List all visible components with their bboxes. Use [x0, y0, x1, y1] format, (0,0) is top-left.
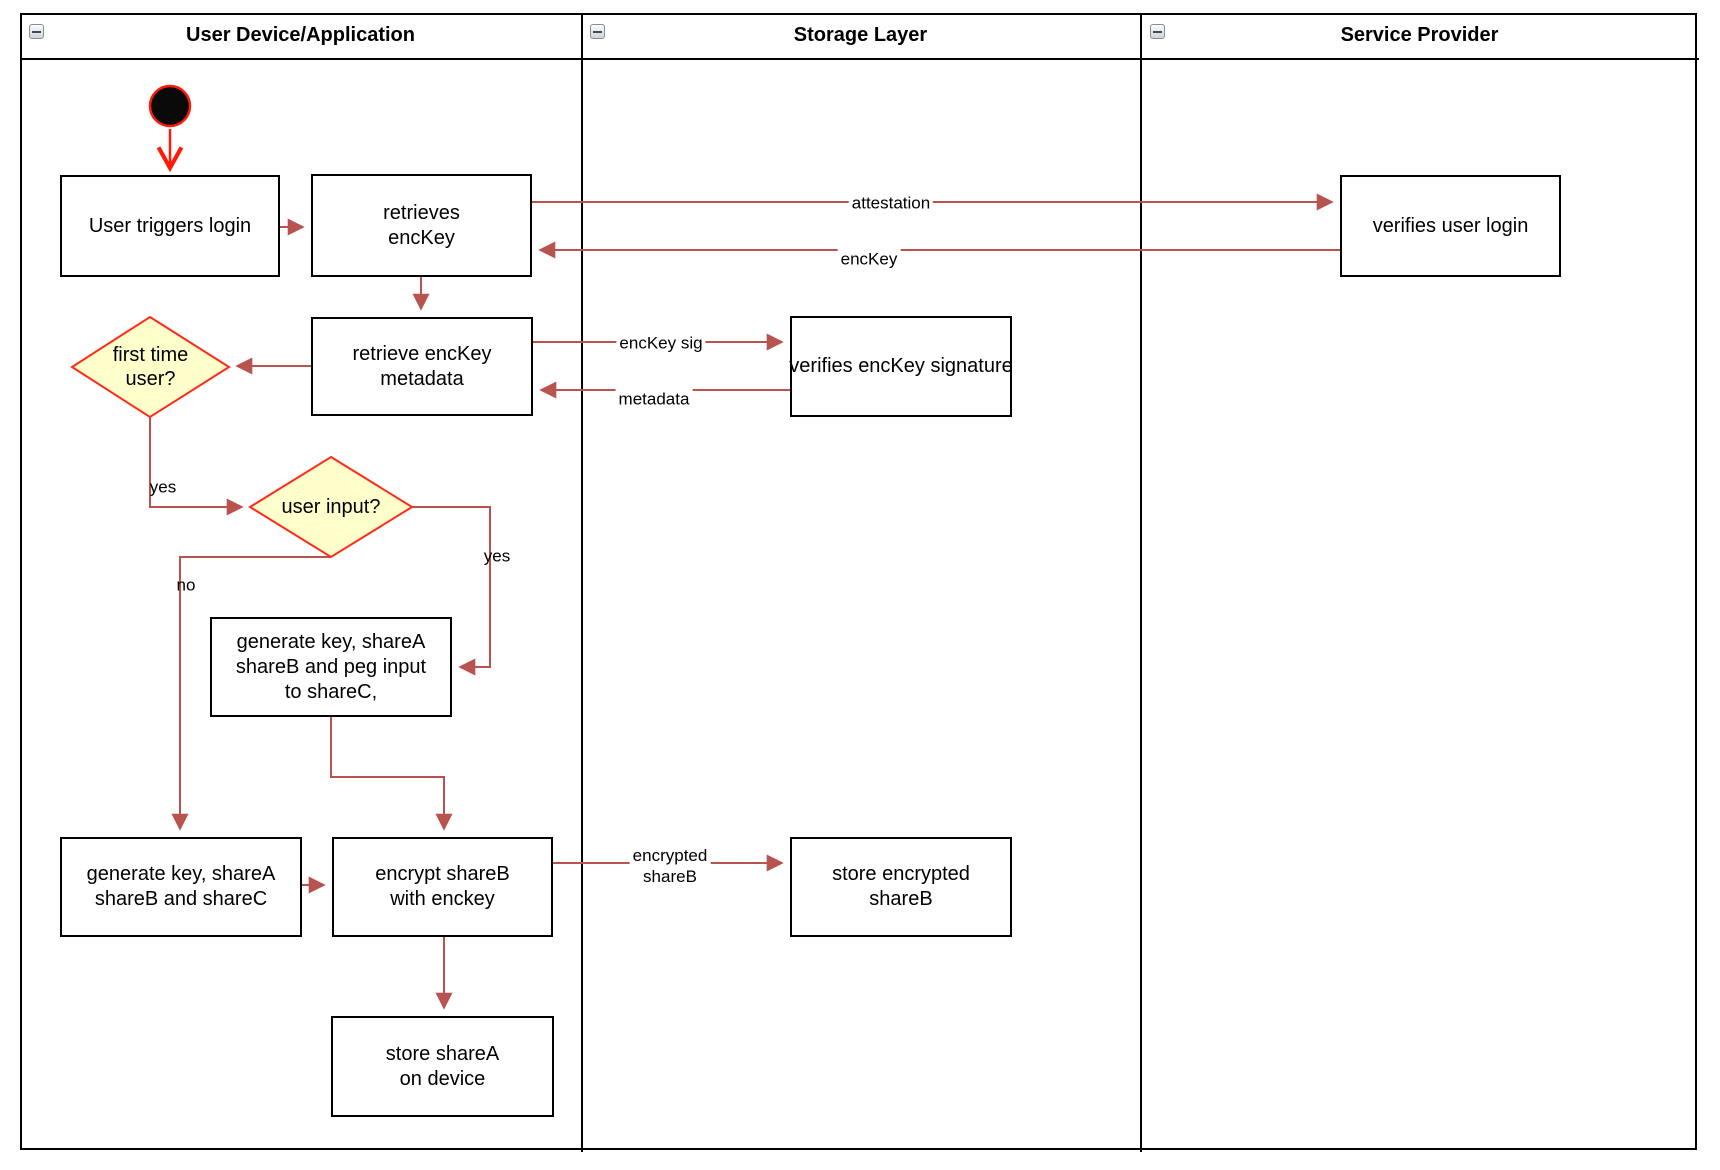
node-retrieves-enckey[interactable]: retrieves encKey	[311, 174, 532, 277]
lane-header-storage-layer[interactable]: Storage Layer	[581, 13, 1140, 58]
lane-divider-2	[1140, 13, 1142, 1152]
edge-label-yes-user-input: yes	[483, 546, 511, 566]
swimlane-frame	[20, 13, 1697, 1150]
decision-first-time-user[interactable]	[70, 315, 231, 419]
node-encrypt-shareb[interactable]: encrypt shareB with enckey	[332, 837, 553, 937]
edge-label-enckey-sig: encKey sig	[616, 332, 706, 354]
node-generate-key-peg-input[interactable]: generate key, shareA shareB and peg inpu…	[210, 617, 452, 717]
lane-header-user-device[interactable]: User Device/Application	[20, 13, 581, 58]
node-store-encrypted-shareb[interactable]: store encrypted shareB	[790, 837, 1012, 937]
collapse-minus-icon[interactable]	[1150, 24, 1165, 39]
node-user-triggers-login[interactable]: User triggers login	[60, 175, 280, 277]
node-store-sharea[interactable]: store shareA on device	[331, 1016, 554, 1117]
node-verifies-enckey-signature[interactable]: verifies encKey signature	[789, 316, 1013, 417]
node-retrieve-enckey-metadata[interactable]: retrieve encKey metadata	[311, 317, 533, 416]
edge-userinput-yes	[412, 506, 491, 676]
lane-header-service-provider[interactable]: Service Provider	[1140, 13, 1699, 58]
node-generate-key-sharec[interactable]: generate key, shareA shareB and shareC	[60, 837, 302, 937]
edge-label-attestation: attestation	[848, 192, 934, 214]
lane-title-service-provider: Service Provider	[1340, 24, 1499, 46]
lane-title-storage-layer: Storage Layer	[793, 24, 928, 46]
edge-label-enckey: encKey	[837, 248, 901, 270]
edge-userinput-no	[171, 556, 331, 831]
lane-header-separator	[20, 58, 1699, 60]
start-node[interactable]	[148, 84, 192, 128]
edge-label-yes-first-time: yes	[149, 477, 177, 497]
edge-label-metadata: metadata	[615, 388, 693, 410]
edge-label-encrypted-shareb: encrypted shareB	[629, 844, 711, 888]
collapse-minus-icon[interactable]	[590, 24, 605, 39]
collapse-minus-icon[interactable]	[29, 24, 44, 39]
edge-label-no-user-input: no	[176, 575, 196, 595]
edge-peg-to-encrypt	[330, 717, 453, 831]
edge-firsttime-yes	[149, 417, 244, 516]
lane-title-user-device: User Device/Application	[186, 24, 415, 46]
lane-divider-1	[581, 13, 583, 1152]
decision-user-input[interactable]	[248, 455, 414, 559]
node-verifies-user-login[interactable]: verifies user login	[1340, 175, 1561, 277]
